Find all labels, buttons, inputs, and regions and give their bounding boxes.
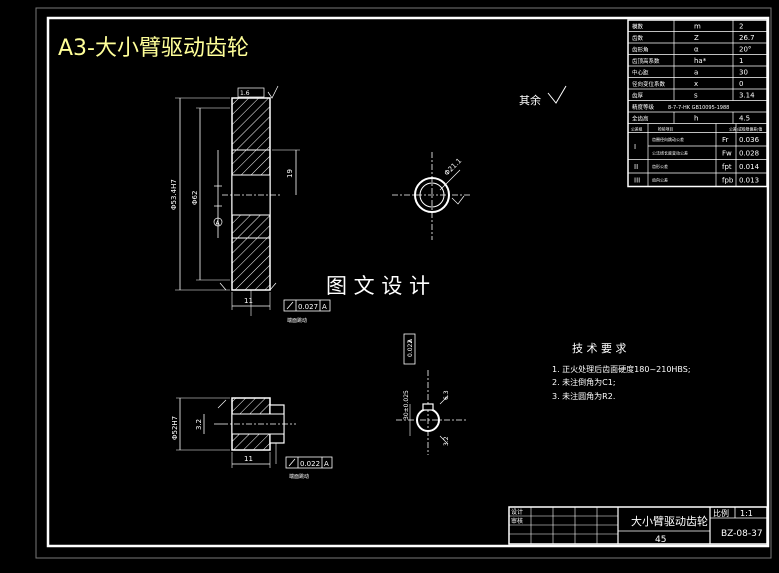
inner-frame [46,16,770,548]
group-header-col1: 公差组 [631,127,643,132]
rough-label-3: 6.3 [443,390,450,400]
watermark: 图 文 设 计 [326,274,430,298]
tech-req-heading: 技 术 要 求 [572,342,627,355]
tol3-value: 0.022 [407,340,414,357]
rough-label-1: 1.6 [240,90,250,97]
drawing-title: A3-大小臂驱动齿轮 [58,36,249,61]
svg-text:A: A [216,220,221,227]
tolerance-frame-2 [285,456,333,469]
param-name: 精度等级 [632,103,655,111]
param-name: 齿厚 [632,93,644,100]
param-name: 全齿高 [632,115,649,123]
group-header-col3: 公差(或极限偏差)值 [729,127,763,132]
group-value: 0.028 [739,150,759,158]
param-symbol: ha* [694,57,707,65]
group-item: 齿向公差 [652,177,668,183]
svg-text:端面跳动: 端面跳动 [289,473,309,480]
param-symbol: h [694,115,698,123]
param-value: 20° [739,46,751,54]
tol2-datum: A [324,460,329,468]
param-symbol: α [694,46,699,54]
tolerance-frame-3 [403,333,416,365]
group-value: 0.014 [739,163,760,171]
group-item: 齿圈径向跳动公差 [652,136,684,142]
dim-width: 11 [244,297,253,305]
param-name: 齿顶高系数 [632,57,660,65]
tol1-datum: A [322,303,327,311]
param-name: 中心距 [632,69,649,77]
tol1-value: 0.027 [298,303,318,311]
param-symbol: x [694,80,698,88]
param-value: 0 [739,80,743,88]
hub-section-view: Φ52H7 3.2 11 0.022 A 端面跳动 [171,397,333,480]
group-id: III [634,177,640,185]
param-name: 模数 [632,23,644,31]
param-symbol: m [694,23,701,31]
tolerance-frame-1 [283,299,331,312]
tol3-datum: A [407,338,414,343]
drawing-number: BZ-08-37 [721,529,763,539]
dim-width-2: 11 [244,455,253,463]
roughness-symbol [547,85,567,104]
param-value: 8-7-7-HK GB10095-1988 [668,105,729,111]
gear-end-view: Φ21.1 [392,152,470,240]
tol2-value: 0.022 [300,460,320,468]
param-value: 4.5 [739,115,750,123]
part-name: 大小臂驱动齿轮 [631,514,708,528]
dim-hole: Φ21.1 [443,157,464,178]
param-symbol: a [694,69,698,77]
param-symbol: s [694,92,698,100]
rough-label-4: 3.2 [443,436,450,446]
keyway-view: 30±0.025 0.022 A 6.3 3.2 [396,333,466,455]
param-value: 26.7 [739,34,755,42]
tech-req-item-1: 1. 正火处理后齿面硬度180~210HBS; [552,364,691,374]
scale-label: 比例 [713,508,729,518]
group-value: 0.036 [739,136,760,144]
group-symbol: Fw [722,150,732,158]
tech-requirements: 技 术 要 求 1. 正火处理后齿面硬度180~210HBS; 2. 未注倒角为… [552,342,691,401]
dim-side: 19 [286,169,294,178]
svg-text:端面跳动: 端面跳动 [287,317,307,324]
param-value: 3.14 [739,92,755,100]
group-symbol: fpb [722,177,734,185]
dim-phi3: Φ52H7 [171,416,179,440]
group-symbol: Fr [722,136,729,144]
tech-req-item-2: 2. 未注倒角为C1; [552,377,616,387]
group-item: 公法线长度变动公差 [652,150,688,156]
outer-frame [35,7,772,559]
group-item: 齿形公差 [652,163,668,169]
dim-phi1: Φ53.4H7 [170,179,178,210]
roughness-note: 其余 [519,93,541,107]
title-block: 设计 审核 大小臂驱动齿轮 45 比例 1:1 BZ-08-37 [508,506,768,545]
group-value: 0.013 [739,177,759,185]
param-value: 2 [739,23,743,31]
group-id: II [634,163,638,171]
param-symbol: Z [694,34,699,42]
scale-value: 1:1 [740,509,753,518]
tech-req-item-3: 3. 未注圆角为R2. [552,391,615,401]
material: 45 [655,535,666,545]
param-name: 径向变位系数 [632,80,666,88]
dim-phi2: Φ62 [191,191,199,205]
group-header-col2: 检验项目 [658,127,673,132]
rough-label-2: 3.2 [195,419,203,430]
param-name: 齿数 [632,34,644,42]
gear-section-view: Φ53.4H7 Φ62 19 11 1.6 A 0.027 A 端面跳动 [170,85,331,324]
param-value: 30 [739,69,748,77]
group-symbol: fpt [722,163,732,171]
param-name: 齿形角 [632,46,649,54]
parameter-table: 模数 m 2 齿数 Z 26.7 齿形角 α 20° 齿顶高系数 ha* 1 中心距 a 30 径向变位系数 x… [627,19,768,188]
designer-label: 设计 [511,508,523,516]
checker-label: 审核 [511,517,523,525]
group-id: I [634,143,636,151]
param-value: 1 [739,57,743,65]
dim-keyway: 30±0.025 [403,390,410,420]
